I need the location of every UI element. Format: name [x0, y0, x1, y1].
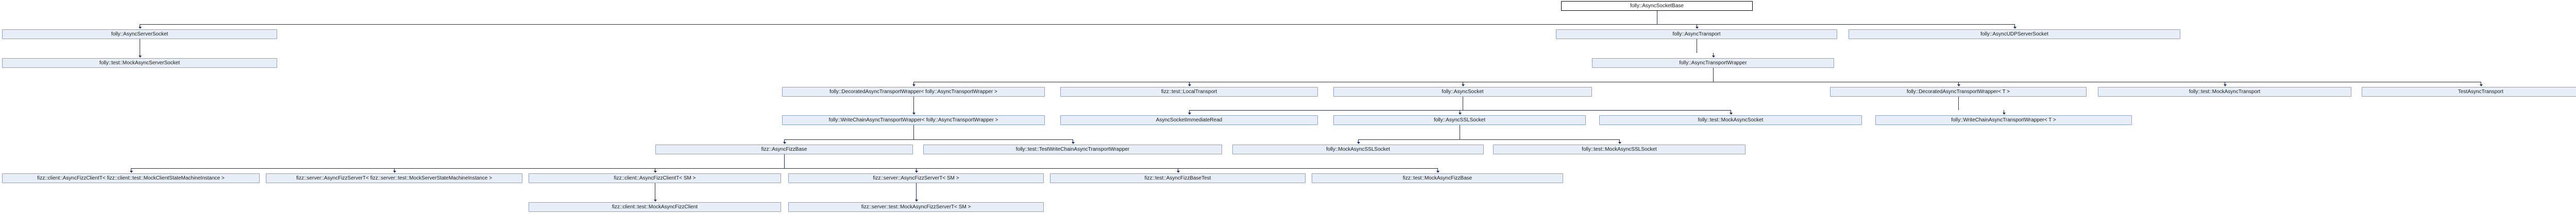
edge-bus	[131, 168, 1437, 169]
edge-drop	[913, 110, 914, 113]
inheritance-arrow	[1618, 142, 1621, 144]
inheritance-arrow	[1357, 142, 1360, 144]
class-node-n11[interactable]: TestAsyncTransport	[2362, 87, 2576, 97]
class-node-n10[interactable]: folly::test::MockAsyncTransport	[2098, 87, 2351, 97]
inheritance-arrow	[1072, 142, 1075, 144]
class-node-n18[interactable]: folly::test::TestWriteChainAsyncTranspor…	[923, 145, 1222, 154]
inheritance-arrow	[393, 171, 396, 173]
inheritance-arrow	[139, 27, 142, 29]
inheritance-arrow	[1177, 171, 1180, 173]
inheritance-arrow	[1957, 84, 1960, 86]
class-node-n19[interactable]: folly::MockAsyncSSLSocket	[1232, 145, 1484, 154]
class-node-n1[interactable]: folly::AsyncServerSocket	[2, 29, 277, 39]
inheritance-arrow	[2480, 84, 2483, 86]
inheritance-arrow	[915, 200, 918, 202]
edge-stem	[916, 183, 917, 197]
class-node-n26[interactable]: fizz::test::MockAsyncFizzBase	[1312, 173, 1563, 183]
class-node-n23[interactable]: fizz::client::AsyncFizzClientT< SM >	[529, 173, 781, 183]
class-node-n16[interactable]: folly::WriteChainAsyncTransportWrapper< …	[1875, 115, 2132, 125]
inheritance-arrow	[1712, 56, 1715, 58]
inheritance-arrow	[1188, 84, 1191, 86]
edge-drop	[1189, 82, 1190, 85]
class-node-n20[interactable]: folly::test::MockAsyncSSLSocket	[1493, 145, 1745, 154]
edge-stem	[913, 97, 914, 110]
class-node-n3[interactable]: folly::AsyncUDPServerSocket	[1849, 29, 2180, 39]
class-node-n6[interactable]: folly::DecoratedAsyncTransportWrapper< f…	[782, 87, 1045, 97]
class-node-n8[interactable]: folly::AsyncSocket	[1333, 87, 1592, 97]
edge-bus	[140, 24, 2014, 25]
edge-drop	[784, 139, 785, 142]
class-node-n17[interactable]: fizz::AsyncFizzBase	[655, 145, 913, 154]
class-node-n7[interactable]: fizz::test::LocalTransport	[1060, 87, 1318, 97]
edge-drop	[1189, 110, 1190, 113]
class-node-n5[interactable]: folly::AsyncTransportWrapper	[1592, 58, 1834, 68]
inheritance-arrow	[139, 56, 142, 58]
inheritance-arrow	[912, 84, 916, 86]
edge-drop	[916, 197, 917, 200]
class-node-n15[interactable]: folly::test::MockAsyncSocket	[1599, 115, 1862, 125]
class-node-n21[interactable]: fizz::client::AsyncFizzClientT< fizz::cl…	[2, 173, 260, 183]
class-node-n4[interactable]: folly::test::MockAsyncServerSocket	[2, 58, 277, 68]
inheritance-arrow	[654, 171, 657, 173]
inheritance-arrow	[1459, 113, 1462, 115]
edge-stem	[1958, 97, 1959, 110]
edge-drop	[1358, 139, 1359, 142]
class-node-n9[interactable]: folly::DecoratedAsyncTransportWrapper< T…	[1830, 87, 2087, 97]
edge-drop	[1713, 53, 1714, 56]
class-node-n28[interactable]: fizz::server::test::MockAsyncFizzServerT…	[788, 202, 1044, 212]
inheritance-arrow	[1696, 27, 1699, 29]
class-node-n22[interactable]: fizz::server::AsyncFizzServerT< fizz::se…	[266, 173, 522, 183]
edge-stem	[913, 125, 914, 139]
edge-stem	[1713, 68, 1714, 82]
class-node-n14[interactable]: folly::AsyncSSLSocket	[1333, 115, 1586, 125]
inheritance-arrow	[1188, 113, 1191, 115]
class-node-n2[interactable]: folly::AsyncTransport	[1556, 29, 1837, 39]
inheritance-arrow	[2013, 27, 2016, 29]
inheritance-arrow	[2224, 84, 2227, 86]
class-node-n27[interactable]: fizz::client::test::MockAsyncFizzClient	[529, 202, 781, 212]
inheritance-arrow	[654, 200, 657, 202]
edge-drop	[916, 168, 917, 171]
edge-drop	[394, 168, 395, 171]
inheritance-arrow	[1436, 171, 1439, 173]
inheritance-arrow	[1462, 84, 1465, 86]
class-node-n25[interactable]: fizz::test::AsyncFizzBaseTest	[1050, 173, 1306, 183]
edge-drop	[1619, 139, 1620, 142]
inheritance-arrow	[2003, 113, 2006, 115]
edge-drop	[1437, 168, 1438, 171]
edge-bus	[1358, 139, 1619, 140]
class-node-n0[interactable]: folly::AsyncSocketBase	[1561, 1, 1753, 11]
edge-stem	[784, 154, 785, 168]
edge-drop	[1958, 82, 1959, 85]
inheritance-arrow	[783, 142, 786, 144]
inheritance-arrow	[912, 113, 916, 115]
inheritance-arrow	[130, 171, 133, 173]
inheritance-arrow	[915, 171, 918, 173]
class-node-n13[interactable]: AsyncSocketImmediateRead	[1060, 115, 1318, 125]
edge-bus	[784, 139, 1073, 140]
edge-drop	[2014, 24, 2015, 27]
class-node-n12[interactable]: folly::WriteChainAsyncTransportWrapper< …	[782, 115, 1045, 125]
class-node-n24[interactable]: fizz::server::AsyncFizzServerT< SM >	[788, 173, 1044, 183]
inheritance-arrow	[1730, 113, 1733, 115]
edge-drop	[913, 82, 914, 85]
